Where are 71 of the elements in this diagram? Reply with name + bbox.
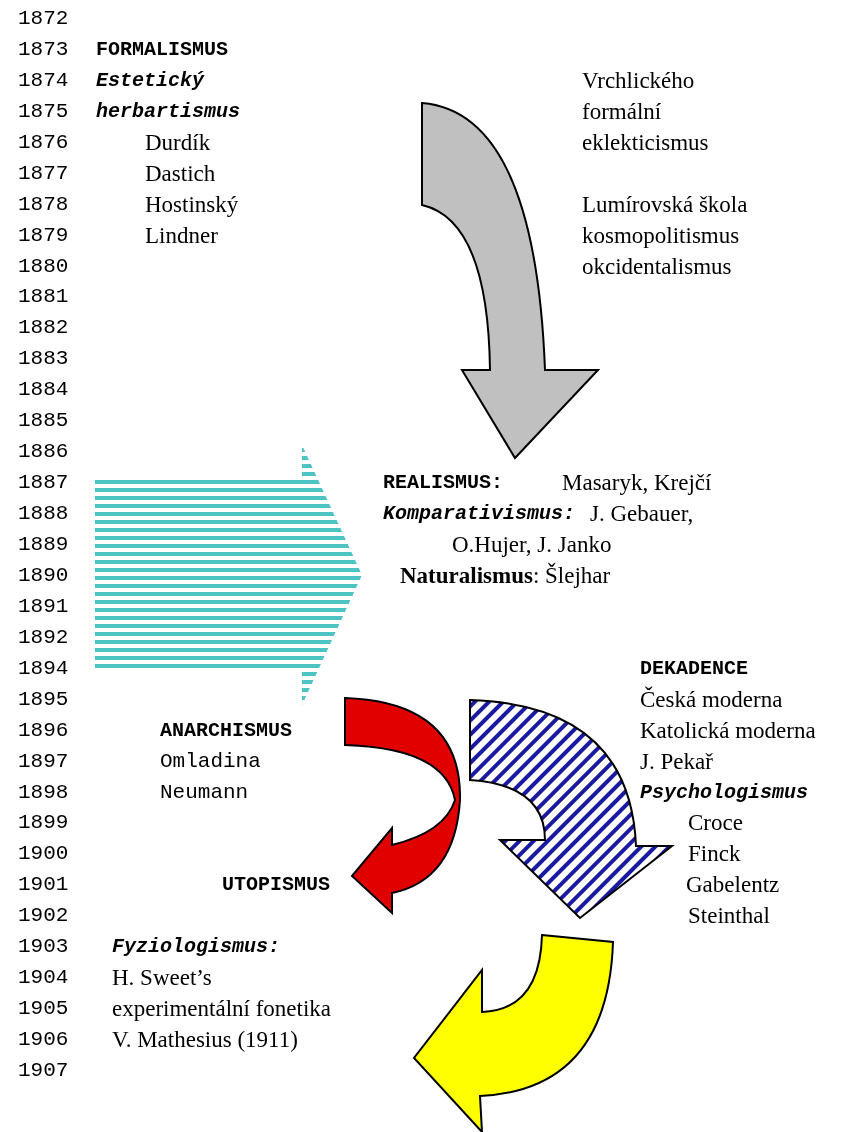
year-label: 1887: [18, 470, 69, 497]
year-label: 1880: [18, 253, 69, 280]
year-label: 1873: [18, 36, 69, 63]
name-label: Neumann: [160, 779, 249, 806]
year-label: 1889: [18, 531, 69, 558]
year-label: 1894: [18, 655, 69, 682]
year-label: 1874: [18, 67, 69, 94]
year-label: 1904: [18, 965, 69, 992]
name-label: J. Pekař: [640, 748, 713, 775]
movement-heading: Estetický: [96, 67, 205, 94]
year-label: 1876: [18, 129, 69, 156]
year-label: 1881: [18, 284, 69, 311]
year-label: 1907: [18, 1057, 69, 1084]
name-label: Gabelentz: [686, 872, 780, 899]
movement-heading: FORMALISMUS: [96, 36, 229, 63]
name-label: O.Hujer, J. Janko: [452, 531, 612, 558]
year-label: 1888: [18, 501, 69, 528]
text-label: Česká moderna: [640, 686, 783, 713]
year-label: 1884: [18, 377, 69, 404]
name-label: Croce: [688, 810, 743, 837]
year-label: 1883: [18, 346, 69, 373]
year-label: 1886: [18, 439, 69, 466]
year-label: 1892: [18, 624, 69, 651]
year-label: 1903: [18, 934, 69, 961]
year-label: 1877: [18, 160, 69, 187]
name-label: Steinthal: [688, 903, 770, 930]
name-label: Omladina: [160, 748, 261, 775]
year-label: 1875: [18, 98, 69, 125]
movement-heading: herbartismus: [96, 98, 241, 125]
name-label: Lindner: [145, 222, 218, 249]
year-label: 1902: [18, 903, 69, 930]
year-label: 1890: [18, 562, 69, 589]
year-label: 1882: [18, 315, 69, 342]
text-label: Naturalismus: Šlejhar: [400, 562, 611, 589]
movement-heading: ANARCHISMUS: [160, 717, 293, 744]
movement-heading: Fyziologismus:: [112, 934, 281, 961]
year-label: 1885: [18, 408, 69, 435]
text-label: Vrchlického: [582, 67, 695, 94]
year-label: 1879: [18, 222, 69, 249]
name-label: Durdík: [145, 129, 211, 156]
year-label: 1901: [18, 872, 69, 899]
text-label: kosmopolitismus: [582, 222, 740, 249]
movement-heading: REALISMUS:: [383, 470, 504, 497]
movement-heading: Psychologismus: [640, 779, 809, 806]
movement-heading: UTOPISMUS: [222, 872, 331, 899]
name-label: Finck: [688, 841, 741, 868]
year-label: 1896: [18, 717, 69, 744]
name-label: Hostinský: [145, 191, 239, 218]
text-label: Katolická moderna: [640, 717, 816, 744]
text-label: formální: [582, 98, 662, 125]
text-label: H. Sweet’s: [112, 965, 212, 992]
year-label: 1878: [18, 191, 69, 218]
movement-heading: DEKADENCE: [640, 655, 749, 682]
text-label: experimentální fonetika: [112, 996, 332, 1023]
text-label: V. Mathesius (1911): [112, 1027, 298, 1053]
movement-heading: Komparativismus:: [383, 501, 576, 528]
year-label: 1895: [18, 686, 69, 713]
year-label: 1899: [18, 810, 69, 837]
name-label: J. Gebauer,: [590, 501, 694, 528]
year-label: 1898: [18, 779, 69, 806]
year-label: 1905: [18, 996, 69, 1023]
year-label: 1872: [18, 6, 69, 32]
text-label: eklekticismus: [582, 129, 709, 156]
text-label: Lumírovská škola: [582, 191, 748, 218]
name-label: Masaryk, Krejčí: [562, 470, 712, 497]
name-label: Dastich: [145, 160, 216, 187]
year-label: 1897: [18, 748, 69, 775]
year-label: 1900: [18, 841, 69, 868]
text-label: okcidentalismus: [582, 253, 732, 280]
year-label: 1891: [18, 593, 69, 620]
year-label: 1906: [18, 1027, 69, 1053]
